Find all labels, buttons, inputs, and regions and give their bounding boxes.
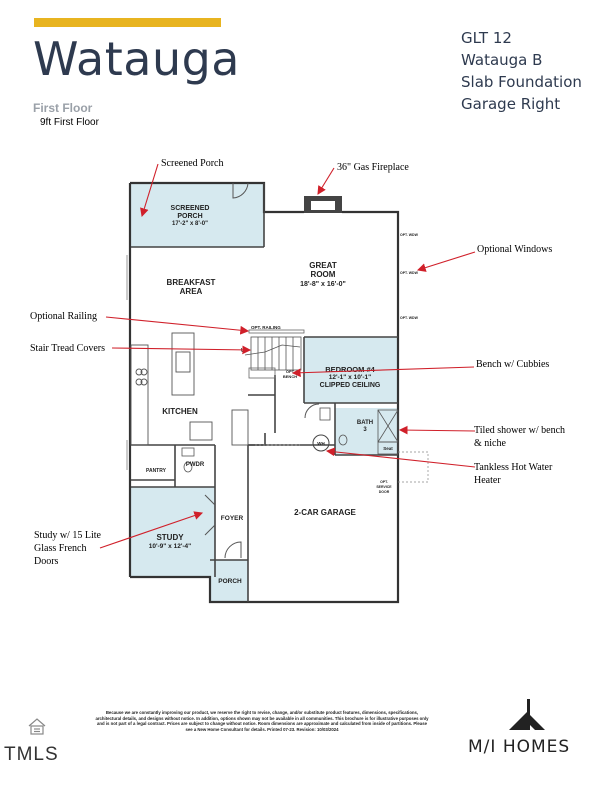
seat-label: Seat (383, 446, 393, 451)
accent-bar (34, 18, 221, 27)
porch-label: PORCH (218, 578, 242, 585)
service-door-label: OPT. (380, 480, 388, 484)
callout-optional-railing: Optional Railing (30, 311, 97, 322)
interior-walls (131, 183, 398, 602)
screened-porch-dims: 17'-2" x 8'-0" (172, 221, 208, 227)
bedroom4-dims: 12'-1" x 10'-1" (329, 374, 372, 381)
callout-tiled-shower: Tiled shower w/ bench & niche (474, 425, 566, 449)
svg-text:BENCH: BENCH (283, 374, 297, 379)
great-room-dims: 18'-8" x 16'-0" (300, 281, 346, 288)
callout-bench-cubbies: Bench w/ Cubbies (476, 359, 550, 370)
legal-disclaimer: Because we are constantly improving our … (95, 710, 429, 732)
bedroom4-ceiling: CLIPPED CEILING (320, 382, 381, 389)
opt-service-door (398, 451, 429, 483)
callout-arrows (99, 163, 476, 549)
spec-elevation: Watauga B (461, 51, 543, 69)
opt-window-tag-2: OPT. WDW (400, 271, 419, 275)
mi-homes-logo-icon (509, 699, 545, 730)
equal-housing-icon (28, 718, 46, 735)
callout-fireplace: 36" Gas Fireplace (337, 162, 409, 173)
svg-text:SERVICE: SERVICE (376, 485, 392, 489)
bath3-fill (335, 408, 398, 455)
bath3-label: BATH (357, 420, 373, 426)
opt-window-tag-1: OPT. WDW (400, 233, 419, 237)
floor-label: First Floor (33, 101, 93, 115)
opt-bench-label: OPT (286, 369, 295, 374)
breakfast-label: BREAKFAST (167, 278, 216, 287)
kitchen-label: KITCHEN (162, 407, 198, 416)
screened-porch-label: SCREENED (171, 205, 210, 212)
study-dims: 10'-9" x 12'-4" (149, 543, 192, 550)
kitchen-counters (130, 332, 249, 446)
study-label: STUDY (156, 533, 184, 542)
opt-window-tag-3: OPT. WDW (400, 316, 419, 320)
opt-railing-label: OPT. RAILING (251, 325, 281, 330)
great-room-label: GREAT (309, 261, 337, 270)
svg-text:3: 3 (363, 427, 367, 433)
water-heater (312, 434, 330, 452)
wh-label: WH (317, 441, 325, 446)
bath-fixtures (319, 407, 399, 455)
fireplace-symbol (304, 196, 342, 213)
svg-text:ROOM: ROOM (311, 270, 336, 279)
svg-text:PORCH: PORCH (177, 213, 202, 220)
pantry-label: PANTRY (146, 468, 167, 474)
foyer-label: FOYER (221, 515, 244, 522)
bedroom4-label: BEDROOM #4 (325, 365, 375, 374)
garage-label: 2-CAR GARAGE (294, 508, 356, 517)
mls-mark: TMLS (4, 744, 59, 765)
pwdr-label: PWDR (186, 462, 205, 468)
spec-garage: Garage Right (461, 95, 561, 113)
svg-text:AREA: AREA (180, 287, 203, 296)
screened-porch-fill (131, 183, 264, 247)
callout-screened-porch: Screened Porch (161, 158, 224, 169)
spec-lot: GLT 12 (461, 29, 512, 47)
ceiling-note: 9ft First Floor (40, 117, 99, 128)
porch-fill (210, 560, 248, 602)
plan-title: Watauga (33, 32, 240, 86)
callout-study-doors: Study w/ 15 Lite Glass French Doors (34, 530, 101, 567)
spec-foundation: Slab Foundation (461, 73, 582, 91)
callout-optional-windows: Optional Windows (477, 244, 553, 255)
brand-name: M/I HOMES (468, 737, 571, 757)
opt-bench (248, 367, 276, 379)
outer-walls (128, 181, 400, 604)
callout-stair-tread: Stair Tread Covers (30, 343, 105, 354)
callout-tankless: Tankless Hot Water Heater (474, 462, 553, 486)
svg-text:DOOR: DOOR (379, 490, 390, 494)
